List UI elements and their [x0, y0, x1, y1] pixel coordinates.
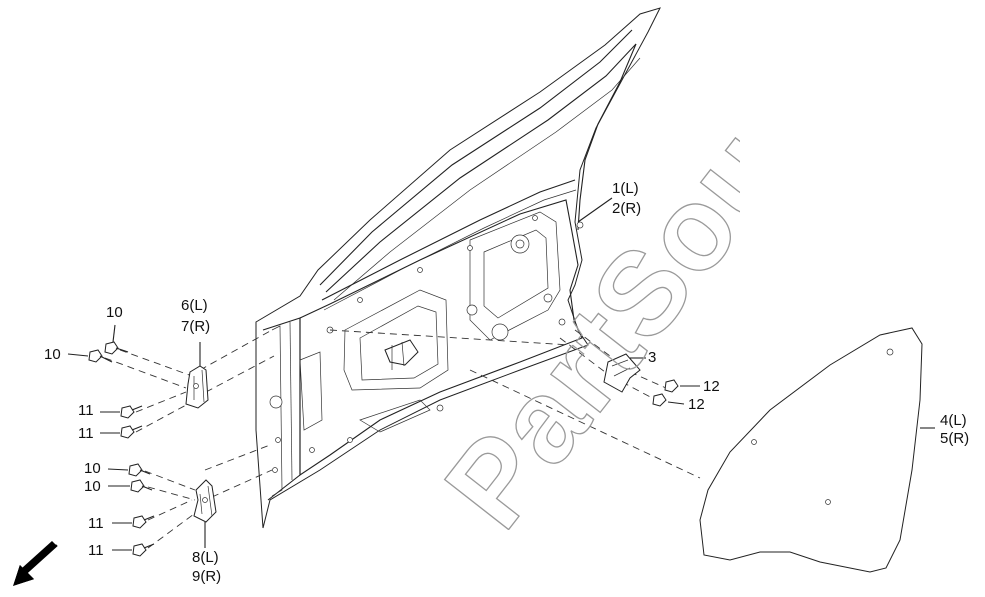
bolt-10-label-top: 10 — [106, 304, 123, 321]
door-glass — [699, 327, 935, 573]
bolt-10-label-left: 10 — [44, 346, 61, 363]
bolt-10-lower-a — [107, 463, 151, 477]
bolt-10-upper-a — [67, 349, 113, 363]
bolt-10-lower-b — [108, 479, 153, 493]
glass-callout: 4(L) 5(R) — [940, 413, 969, 447]
bolt-10-label-lower-a: 10 — [84, 460, 101, 477]
bolt-10-upper-b — [104, 324, 129, 355]
bolt-10-label-lower-b: 10 — [84, 478, 101, 495]
upper-hinge — [185, 342, 209, 409]
lower-hinge-r-label: 9(R) — [192, 568, 222, 585]
lower-hinge-l-label: 8(L) — [192, 549, 219, 566]
bolt-11-label-c: 11 — [88, 515, 104, 532]
bolt-11-label-b: 11 — [78, 425, 94, 442]
door-l-label: 1(L) — [612, 180, 639, 197]
bolt-11-b — [100, 425, 143, 439]
bolt-11-d — [112, 543, 155, 557]
bolt-12-a — [664, 379, 700, 393]
glass-r-label: 5(R) — [940, 430, 970, 447]
bolt-12-label-b: 12 — [688, 396, 705, 413]
door-panel — [255, 7, 661, 529]
upper-hinge-callout: 6(L) 7(R) — [181, 298, 210, 335]
assembly-lines — [104, 329, 701, 549]
bolt-11-a — [100, 405, 143, 419]
bolt-11-label-d: 11 — [88, 542, 104, 559]
upper-hinge-l-label: 6(L) — [181, 297, 208, 314]
striker-label: 3 — [648, 349, 657, 366]
upper-hinge-r-label: 7(R) — [181, 318, 211, 335]
front-direction-arrow-icon — [13, 541, 58, 586]
door-r-label: 2(R) — [612, 200, 642, 217]
lower-hinge — [193, 479, 217, 548]
door-callout: 1(L) 2(R) — [612, 181, 641, 217]
glass-l-label: 4(L) — [940, 412, 967, 429]
bolt-12-b — [652, 393, 685, 407]
lower-hinge-callout: 8(L) 9(R) — [192, 550, 221, 585]
bolt-12-label-a: 12 — [703, 378, 720, 395]
bolt-11-c — [112, 515, 155, 529]
door-striker — [603, 353, 646, 393]
bolt-11-label-a: 11 — [78, 402, 94, 419]
door-callout-leader — [577, 197, 613, 223]
